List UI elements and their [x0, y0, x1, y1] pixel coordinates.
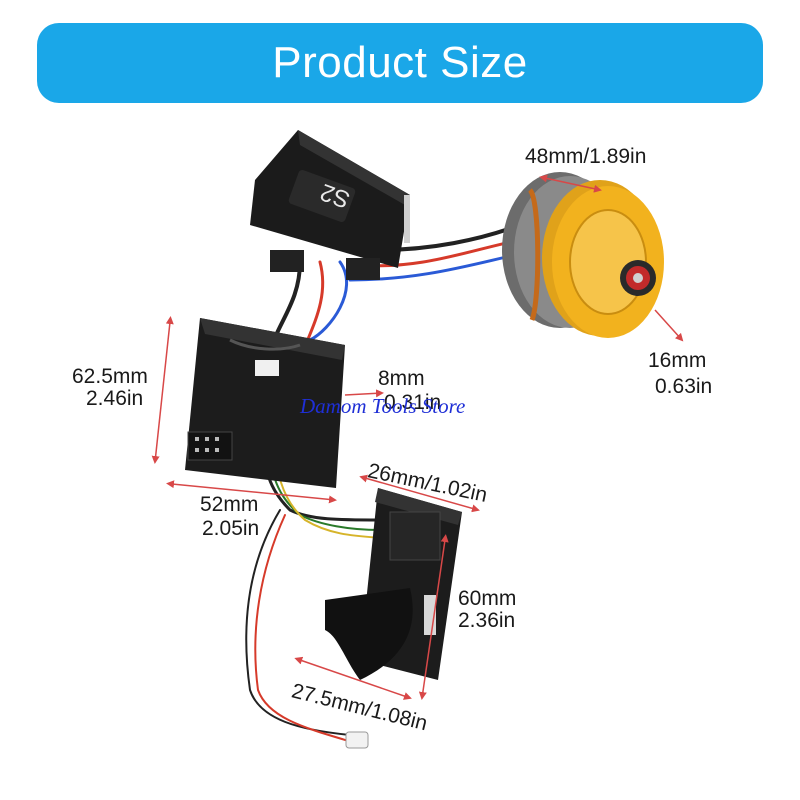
title-banner: Product Size: [37, 23, 763, 103]
board-width-mm-label: 52mm: [200, 493, 259, 516]
board-height-mm-label: 62.5mm: [72, 365, 148, 388]
store-watermark: Damom Tools Store: [300, 394, 466, 418]
switch-height-in-label: 2.36in: [458, 609, 516, 632]
banner-title: Product Size: [272, 38, 528, 87]
board-height-in-label: 2.46in: [86, 387, 144, 410]
shaft-size-in-label: 0.63in: [655, 375, 713, 398]
board-width-in-label: 2.05in: [202, 517, 260, 540]
motor-width-label: 48mm/1.89in: [525, 145, 647, 168]
board-thickness-in-label: 0.31in: [384, 391, 442, 414]
board-thickness-mm-label: 8mm: [378, 367, 425, 390]
battery-terminal-block: S2: [250, 130, 410, 280]
control-board: [185, 318, 345, 488]
shaft-size-mm-label: 16mm: [648, 349, 707, 372]
dimension-arrows: [151, 174, 684, 700]
trigger-switch: [325, 488, 462, 680]
switch-height-mm-label: 60mm: [458, 587, 517, 610]
brushless-motor: [502, 172, 664, 338]
